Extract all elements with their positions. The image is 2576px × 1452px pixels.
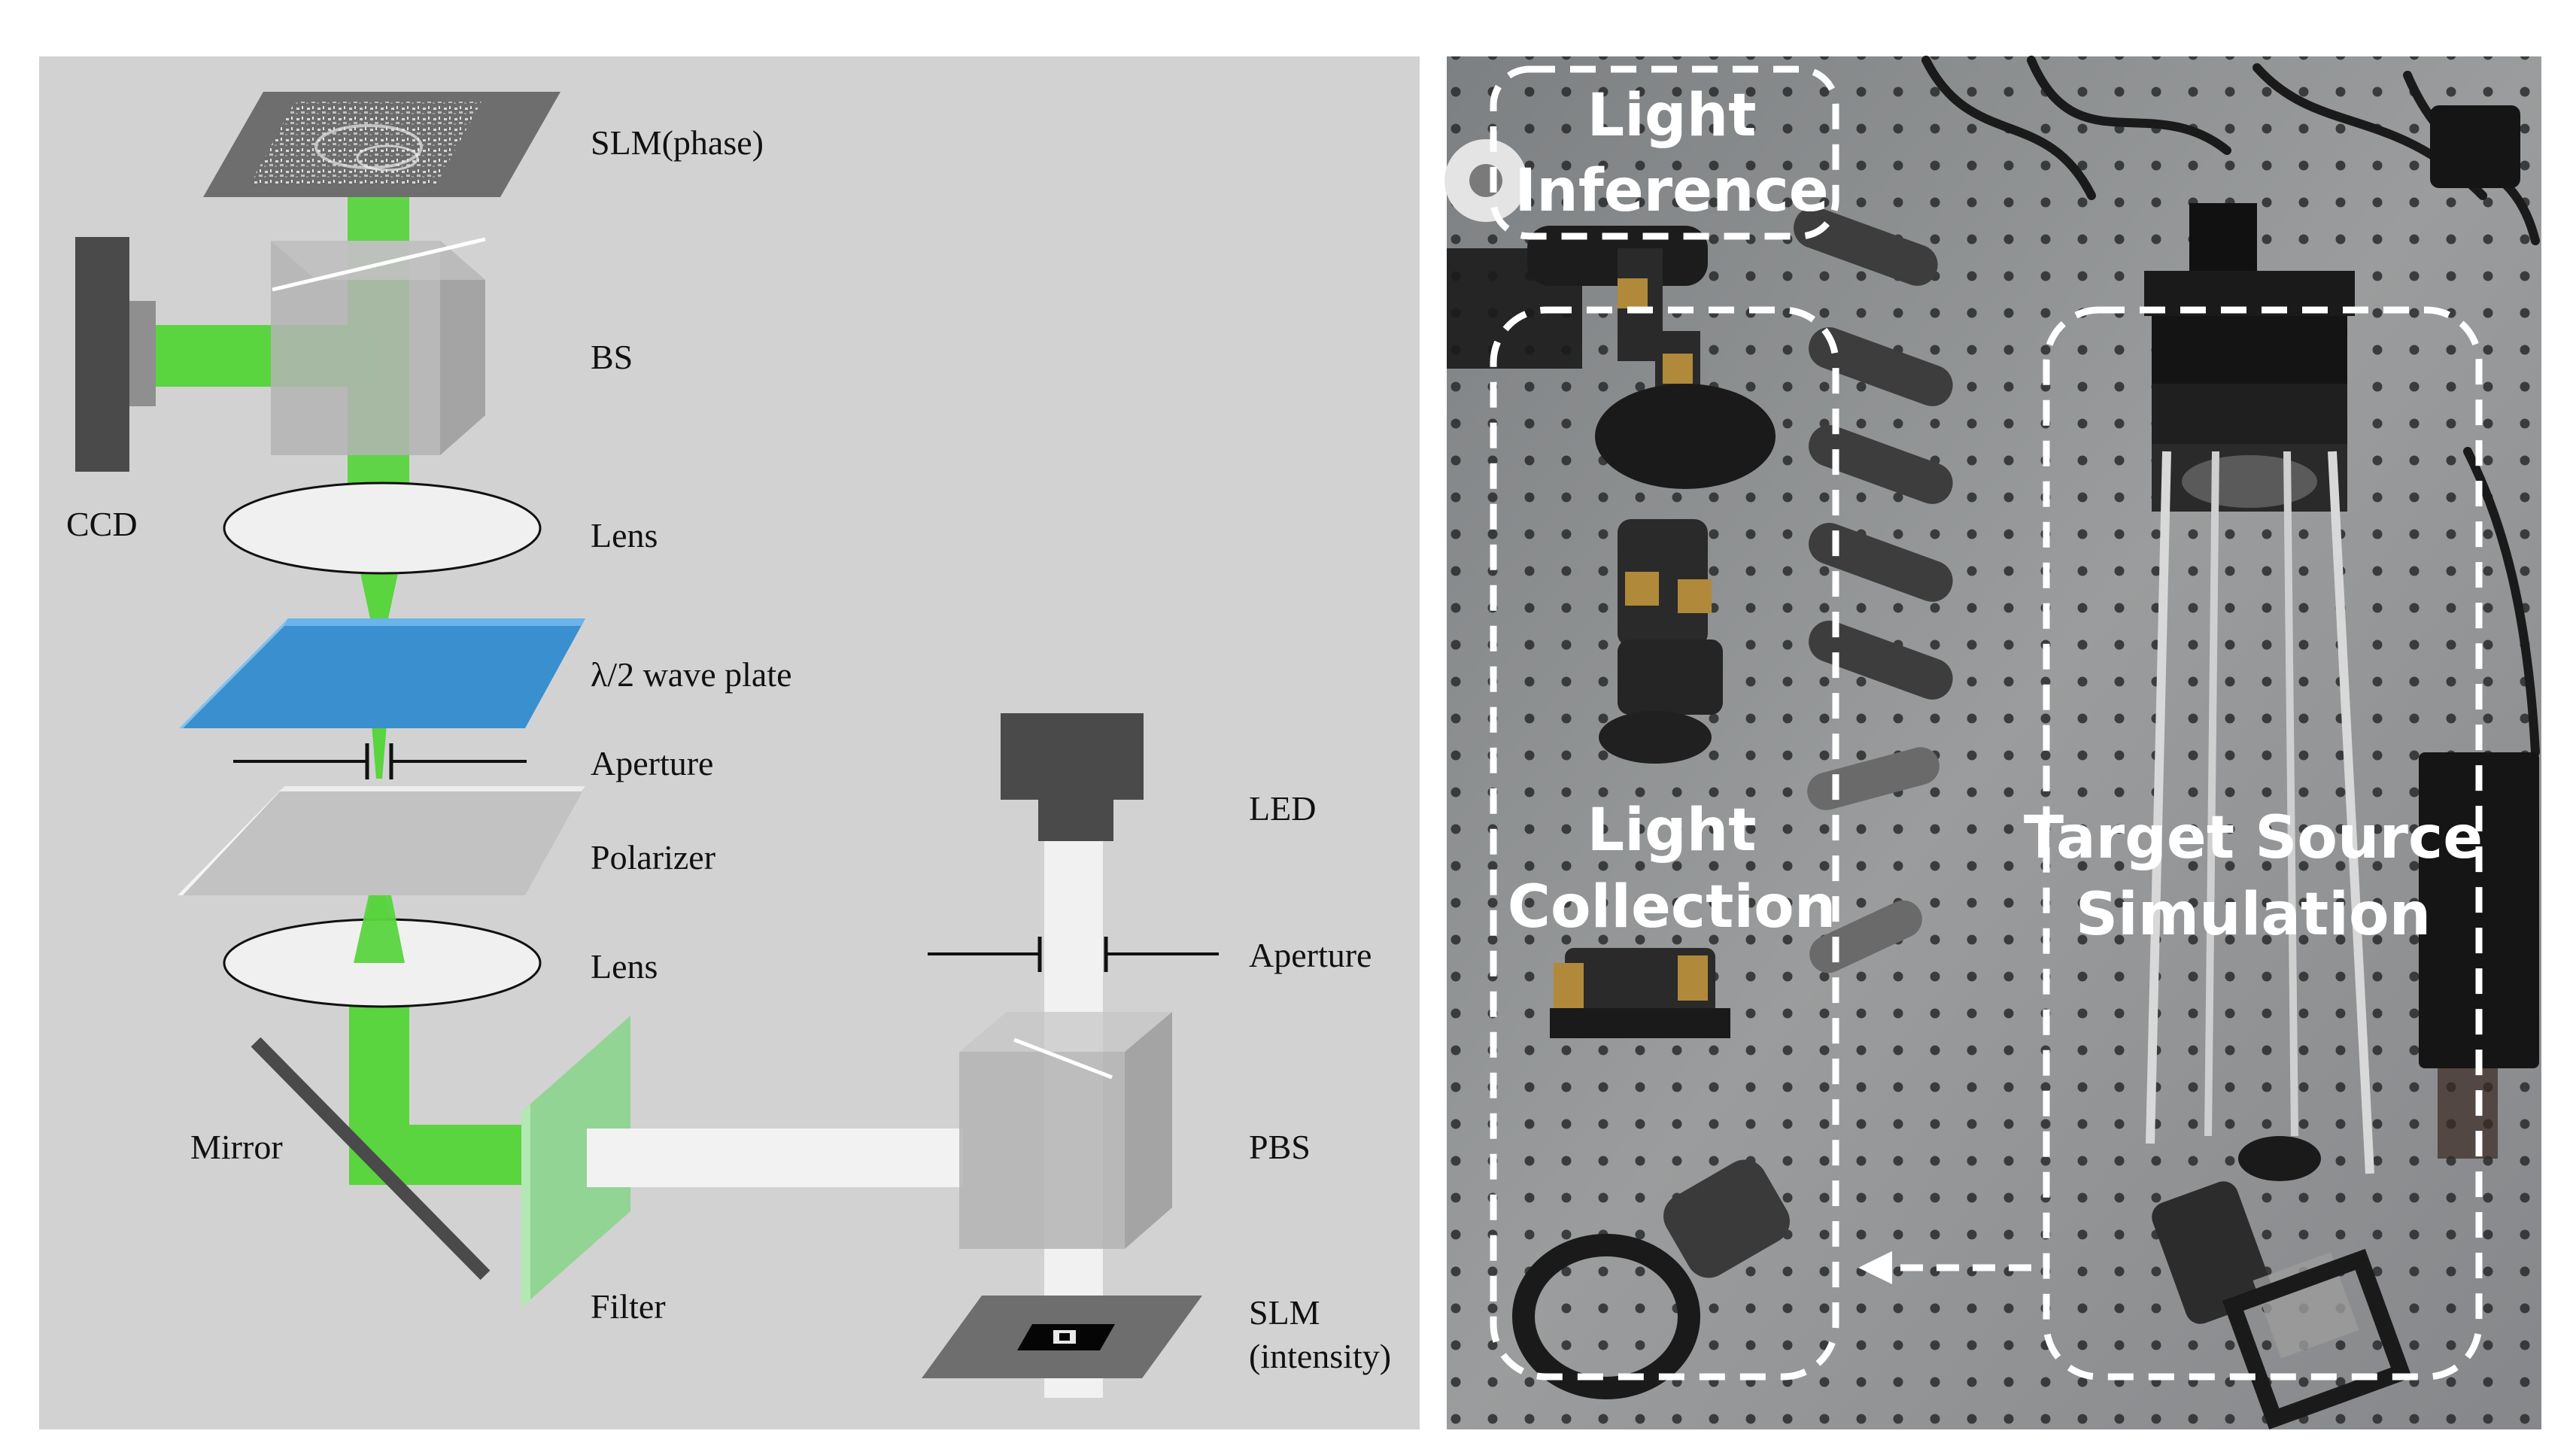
label-light-collection-1: Light <box>1587 797 1756 864</box>
label-wave-plate: λ/2 wave plate <box>591 655 792 694</box>
label-light-collection-2: Collection <box>1508 873 1836 941</box>
label-pbs: PBS <box>1249 1128 1311 1166</box>
label-light-inference-1: Light <box>1587 82 1756 150</box>
schematic-panel: SLM(phase) BS CCD Lens λ/2 wave plate Ap… <box>39 56 1420 1429</box>
half-wave-plate <box>179 618 585 728</box>
aperture-right <box>928 937 1219 972</box>
label-aperture-left: Aperture <box>591 744 713 782</box>
label-light-inference-2: Inference <box>1514 157 1828 225</box>
target-source-cage <box>2144 203 2539 1430</box>
label-slm-intensity-2: (intensity) <box>1249 1337 1391 1375</box>
label-bs: BS <box>591 338 633 376</box>
label-mirror: Mirror <box>190 1128 283 1166</box>
post-holders <box>1794 207 1953 974</box>
polarizing-beam-splitter <box>959 1012 1172 1249</box>
cable-box <box>2430 105 2520 188</box>
box-light-collection <box>1490 306 1839 1381</box>
mirror <box>251 1037 491 1280</box>
label-target-source-2: Simulation <box>2076 881 2431 949</box>
white-beam-horizontal <box>587 1128 963 1187</box>
label-lens-top: Lens <box>591 516 658 554</box>
label-target-source-1: Target Source <box>2024 804 2483 872</box>
filter <box>521 1016 630 1308</box>
polarizer <box>178 786 585 895</box>
label-lens-bottom: Lens <box>591 947 658 986</box>
label-aperture-right: Aperture <box>1249 936 1372 974</box>
slm-phase <box>203 92 560 197</box>
aperture-left <box>233 743 527 779</box>
collection-optics <box>1512 226 1790 1399</box>
label-led: LED <box>1249 789 1316 828</box>
dashed-annotations <box>1490 65 2483 1381</box>
label-filter: Filter <box>591 1287 666 1326</box>
lens-top <box>223 481 542 575</box>
label-polarizer: Polarizer <box>591 838 715 876</box>
box-light-inference <box>1490 65 1839 240</box>
beam-splitter-cube <box>271 237 486 455</box>
photo-panel: Light Inference Light Collection Target … <box>1444 56 2541 1430</box>
box-target-source <box>2043 306 2483 1381</box>
label-ccd: CCD <box>66 505 138 543</box>
led-source <box>1001 713 1144 841</box>
label-slm-phase: SLM(phase) <box>591 123 764 162</box>
schematic-background <box>39 56 1420 1429</box>
slm-intensity <box>922 1296 1202 1378</box>
label-slm-intensity-1: SLM <box>1249 1293 1320 1332</box>
flow-arrow-head <box>1858 1251 1892 1284</box>
ccd-camera <box>75 237 156 472</box>
